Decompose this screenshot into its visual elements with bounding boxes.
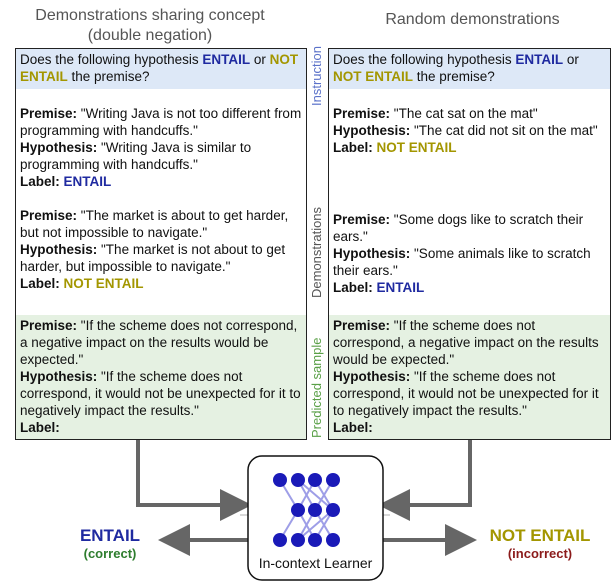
right-predicted-sample: Premise: "If the scheme does not corresp… <box>329 315 610 439</box>
left-predicted-sample: Premise: "If the scheme does not corresp… <box>16 315 306 439</box>
left-title-line1: Demonstrations sharing concept <box>35 7 265 24</box>
label-value: NOT ENTAIL <box>376 140 457 155</box>
left-instruction: Does the following hypothesis ENTAIL or … <box>16 49 306 89</box>
right-demo-2: Premise: "Some dogs like to scratch thei… <box>329 209 610 298</box>
learner-box <box>247 455 384 581</box>
premise-key: Premise: <box>333 106 391 121</box>
premise-key: Premise: <box>20 208 78 223</box>
left-output: ENTAIL (correct) <box>60 526 160 561</box>
label-value: NOT ENTAIL <box>63 276 144 291</box>
hypothesis-text: "The market is not about to get harder, … <box>20 242 286 274</box>
hypothesis-text: "The cat did not sit on the mat" <box>410 123 598 138</box>
right-title: Random demonstrations <box>385 11 560 28</box>
right-output: NOT ENTAIL (incorrect) <box>470 526 610 561</box>
left-input-arrow <box>136 440 252 521</box>
instruction-or: or <box>250 52 266 67</box>
label-key: Label: <box>20 420 60 435</box>
premise-text: "Writing Java is not too different from … <box>20 106 302 138</box>
instruction-entail: ENTAIL <box>515 52 564 67</box>
premise-key: Premise: <box>333 318 391 333</box>
premise-key: Premise: <box>333 212 391 227</box>
instruction-not-entail: NOT ENTAIL <box>333 69 413 84</box>
left-demo-1: Premise: "Writing Java is not too differ… <box>16 103 306 192</box>
hypothesis-key: Hypothesis: <box>20 369 98 384</box>
hypothesis-key: Hypothesis: <box>20 140 98 155</box>
instruction-prefix: Does the following hypothesis <box>20 52 203 67</box>
premise-key: Premise: <box>20 106 78 121</box>
premise-text: "If the scheme does not correspond, a ne… <box>333 318 599 367</box>
network-nodes <box>273 473 340 547</box>
premise-text: "The cat sat on the mat" <box>390 106 538 121</box>
premise-text: "The market is about to get harder, but … <box>20 208 289 240</box>
left-demo-2: Premise: "The market is about to get har… <box>16 205 306 294</box>
left-verdict: (correct) <box>83 546 137 561</box>
left-answer: ENTAIL <box>79 526 141 545</box>
premise-text: "Some dogs like to scratch their ears." <box>333 212 584 244</box>
label-value: ENTAIL <box>376 280 425 295</box>
hypothesis-key: Hypothesis: <box>20 242 98 257</box>
hypothesis-key: Hypothesis: <box>333 246 411 261</box>
instruction-or: or <box>563 52 579 67</box>
right-verdict: (incorrect) <box>507 546 573 561</box>
hypothesis-text: "If the scheme does not correspond, it w… <box>333 369 599 418</box>
label-key: Label: <box>333 420 373 435</box>
instruction-entail: ENTAIL <box>202 52 251 67</box>
left-panel: Does the following hypothesis ENTAIL or … <box>15 48 307 440</box>
hypothesis-text: "Some animals like to scratch their ears… <box>333 246 591 278</box>
hypothesis-text: "Writing Java is similar to programming … <box>20 140 252 172</box>
label-key: Label: <box>20 276 60 291</box>
label-value: ENTAIL <box>63 174 112 189</box>
right-column-title: Random demonstrations <box>330 10 615 30</box>
right-demo-1: Premise: "The cat sat on the mat" Hypoth… <box>329 103 610 158</box>
label-key: Label: <box>333 140 373 155</box>
right-input-arrow <box>378 440 472 521</box>
instruction-suffix: the premise? <box>67 69 150 84</box>
instruction-prefix: Does the following hypothesis <box>333 52 516 67</box>
label-key: Label: <box>333 280 373 295</box>
hypothesis-key: Hypothesis: <box>333 369 411 384</box>
hypothesis-key: Hypothesis: <box>333 123 411 138</box>
hypothesis-text: "If the scheme does not correspond, it w… <box>20 369 301 418</box>
left-title-line2: (double negation) <box>87 27 213 44</box>
right-instruction: Does the following hypothesis ENTAIL or … <box>329 49 610 89</box>
right-panel: Does the following hypothesis ENTAIL or … <box>328 48 611 440</box>
learner-label: In-context Learner <box>258 555 373 571</box>
left-column-title: Demonstrations sharing concept (double n… <box>0 6 300 46</box>
label-key: Label: <box>20 174 60 189</box>
instruction-suffix: the premise? <box>413 69 495 84</box>
premise-key: Premise: <box>20 318 78 333</box>
premise-text: "If the scheme does not correspond, a ne… <box>20 318 298 367</box>
right-answer: NOT ENTAIL <box>489 526 591 545</box>
instruction-not-entail: NOT ENTAIL <box>20 52 299 84</box>
